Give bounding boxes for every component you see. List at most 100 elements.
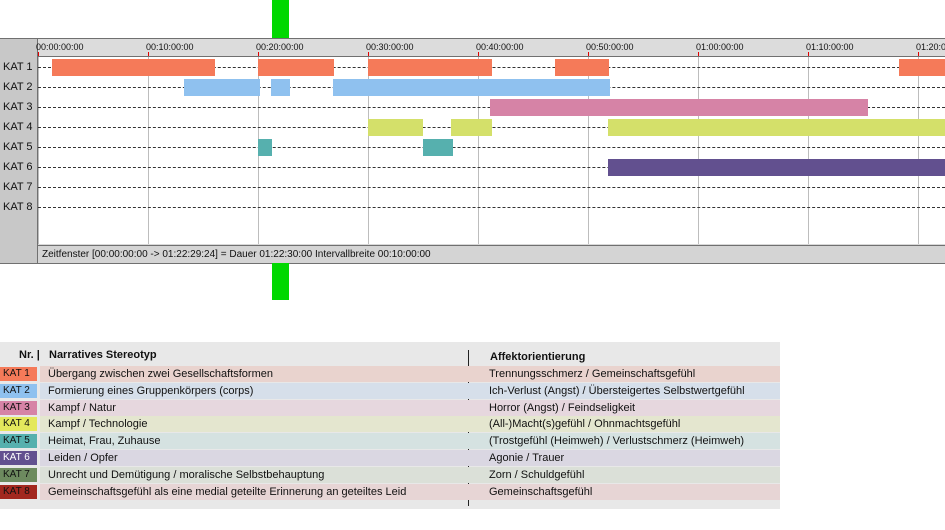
legend-row-band [40,399,780,416]
legend-row-band [40,450,780,466]
affect-text: Agonie / Trauer [489,452,565,464]
category-color-chip: KAT 1 [0,367,37,381]
legend-row-band [40,366,780,382]
affect-text: Gemeinschaftsgefühl [489,485,593,498]
vertical-grid-line [808,57,809,244]
stereotype-text: Kampf / Technologie [48,418,148,431]
playhead-marker-bottom[interactable] [272,263,289,300]
legend-row-band [40,382,780,399]
category-track-line [38,167,945,168]
timeline-panel: KAT 1 KAT 2 KAT 3 KAT 4 KAT 5 KAT 6 KAT 7 KAT 8… [0,38,945,264]
time-tick-label: 00:20:00:00 [256,42,304,52]
legend-row: KAT 4 Kampf / Technologie (All-)Macht(s)ge… [0,416,780,433]
category-segment-bar[interactable] [451,119,492,136]
time-tick-mark [148,52,149,56]
category-segment-bar[interactable] [368,59,492,76]
category-segment-bar[interactable] [555,59,609,76]
category-segment-bar[interactable] [490,99,868,116]
category-track-line [38,187,945,188]
legend-row-band [40,416,780,433]
playhead-marker-top[interactable] [272,0,289,38]
category-color-chip: KAT 7 [0,467,37,482]
category-segment-bar[interactable] [368,119,423,136]
category-color-chip: KAT 6 [0,451,37,465]
stereotype-text: Gemeinschaftsgefühl als eine medial gete… [48,485,407,498]
category-legend-table: Nr. | Narratives Stereotyp Affektorienti… [0,342,780,509]
legend-row-band [40,433,780,450]
category-label: KAT 3 [3,101,33,113]
time-tick-mark [38,52,39,56]
category-segment-bar[interactable] [184,79,260,96]
time-tick-label: 01:00:00:00 [696,42,744,52]
category-color-chip: KAT 5 [0,434,37,449]
time-tick-mark [478,52,479,56]
affect-text: Zorn / Schuldgefühl [489,468,585,481]
time-tick-label: 00:50:00:00 [586,42,634,52]
stereotype-text: Unrecht und Demütigung / moralische Selb… [48,468,325,481]
stereotype-text: Übergang zwischen zwei Gesellschaftsform… [48,368,273,380]
stereotype-text: Formierung eines Gruppenkörpers (corps) [48,384,254,397]
time-tick-mark [368,52,369,56]
category-label: KAT 6 [3,161,33,173]
time-tick-label: 00:30:00:00 [366,42,414,52]
time-tick-mark [258,52,259,56]
time-tick-label: 00:10:00:00 [146,42,194,52]
time-tick-label: 00:00:00:00 [36,42,84,52]
category-segment-bar[interactable] [271,79,290,96]
category-segment-bar[interactable] [258,139,272,156]
vertical-grid-line [478,57,479,244]
vertical-grid-line [698,57,699,244]
category-segment-bar[interactable] [608,119,945,136]
affect-text: Trennungsschmerz / Gemeinschaftsgefühl [489,368,696,380]
time-tick-mark [588,52,589,56]
category-color-chip: KAT 2 [0,383,37,398]
vertical-grid-line [368,57,369,244]
stereotype-text: Leiden / Opfer [48,452,118,464]
stereotype-text: Heimat, Frau, Zuhause [48,435,161,448]
category-track-line [38,147,945,148]
legend-row: KAT 7 Unrecht und Demütigung / moralische… [0,466,780,483]
category-color-chip: KAT 4 [0,417,37,432]
affect-text: (All-)Macht(s)gefühl / Ohnmachtsgefühl [489,418,681,431]
category-segment-bar[interactable] [258,59,334,76]
time-ruler[interactable]: 00:00:00:00 00:10:00:00 00:20:00:00 00:30:0… [36,39,945,57]
legend-row-band [40,483,780,500]
category-track-line [38,207,945,208]
legend-row: KAT 1 Übergang zwischen zwei Gesellschaft… [0,366,780,382]
time-tick-label: 01:20:0 [916,42,945,52]
affect-text: (Trostgefühl (Heimweh) / Verlustschmerz … [489,435,745,448]
category-label-column: KAT 1 KAT 2 KAT 3 KAT 4 KAT 5 KAT 6 KAT 7 KAT 8 [0,39,38,263]
category-segment-bar[interactable] [52,59,215,76]
time-tick-mark [918,52,919,56]
time-tick-label: 01:10:00:00 [806,42,854,52]
timeline-status-bar: Zeitfenster [00:00:00:00 -> 01:22:29:24]… [38,245,945,263]
category-segment-bar[interactable] [608,159,945,176]
category-label: KAT 1 [3,61,33,73]
category-segment-bar[interactable] [333,79,610,96]
category-label: KAT 4 [3,121,33,133]
category-label: KAT 2 [3,81,33,93]
timeline-plot-area[interactable] [38,57,945,244]
category-color-chip: KAT 8 [0,484,37,499]
category-color-chip: KAT 3 [0,400,37,415]
legend-row: KAT 8 Gemeinschaftsgefühl als eine medial… [0,483,780,500]
category-segment-bar[interactable] [423,139,453,156]
legend-row: KAT 6 Leiden / Opfer Agonie / Trauer [0,450,780,466]
legend-header-affect: Affektorientierung [490,351,586,363]
legend-row-band [40,466,780,483]
vertical-grid-line [588,57,589,244]
category-label: KAT 7 [3,181,33,193]
stereotype-text: Kampf / Natur [48,401,116,414]
time-tick-mark [808,52,809,56]
category-label: KAT 5 [3,141,33,153]
category-label: KAT 8 [3,201,33,213]
legend-header-stereotype: Narratives Stereotyp [49,349,157,361]
time-tick-label: 00:40:00:00 [476,42,524,52]
vertical-grid-line [148,57,149,244]
legend-header-nr: Nr. | [19,349,40,361]
time-tick-mark [698,52,699,56]
legend-row: KAT 2 Formierung eines Gruppenkörpers (co… [0,382,780,399]
category-segment-bar[interactable] [899,59,945,76]
vertical-grid-line [918,57,919,244]
